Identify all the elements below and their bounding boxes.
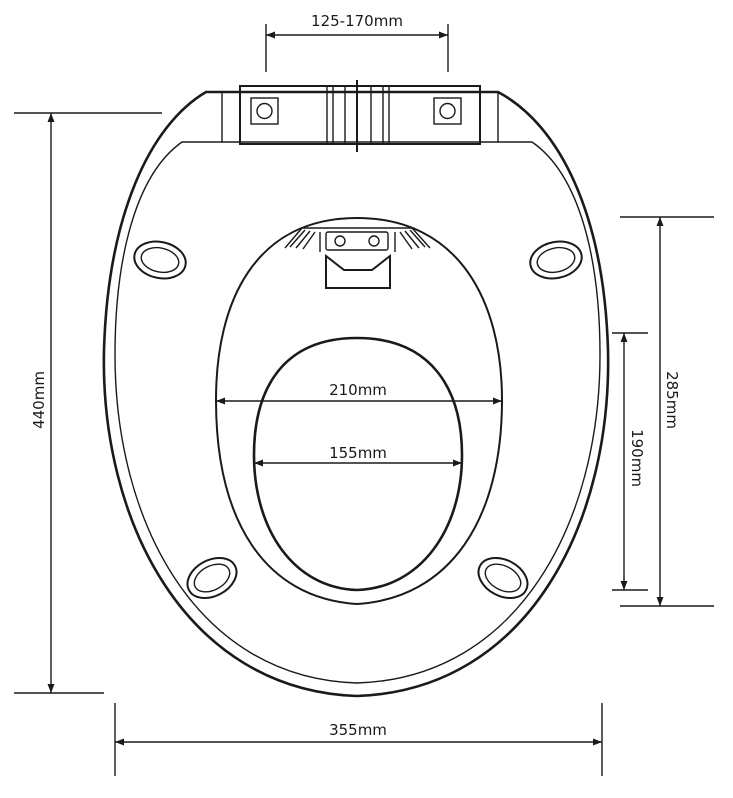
outer-ring-length-label: 285mm <box>663 371 681 429</box>
child-seat-insert <box>214 216 504 606</box>
total-width-label: 355mm <box>329 721 387 739</box>
screw-hole-right-icon <box>439 102 456 120</box>
hinge-mount-right <box>433 97 462 125</box>
total-length-label: 440mm <box>30 371 48 429</box>
dimension-inner-ring-length: 190mm <box>612 332 648 591</box>
dimension-total-width: 355mm <box>114 703 603 776</box>
seat-outer-edge <box>102 90 610 698</box>
dimension-hinge-spacing: 125-170mm <box>265 12 449 72</box>
insert-hinge-clip <box>284 227 431 289</box>
bumper-bottom-left-icon <box>186 556 238 600</box>
dimension-outer-ring-length: 285mm <box>620 216 714 607</box>
screw-hole-left-icon <box>256 102 273 120</box>
bumper-top-left-icon <box>133 240 187 280</box>
seat-bumpers <box>133 240 583 600</box>
inner-opening-width-label: 155mm <box>329 444 387 462</box>
hinge-spacing-label: 125-170mm <box>311 12 403 30</box>
hinge-mount-left <box>250 97 279 125</box>
dimension-total-length: 440mm <box>14 112 162 694</box>
hinge-assembly <box>239 80 481 152</box>
bumper-top-right-icon <box>529 240 583 280</box>
seat-inner-rim <box>114 141 601 684</box>
hinge-center-ribs <box>326 80 390 152</box>
dimension-inner-opening-width: 155mm <box>254 444 462 467</box>
inner-opening <box>252 336 464 592</box>
bumper-bottom-right-icon <box>477 556 529 600</box>
clip-latch <box>325 253 391 289</box>
inner-ring-length-label: 190mm <box>628 429 646 487</box>
clip-screw-left-icon <box>334 235 346 247</box>
dimension-outer-opening-width: 210mm <box>216 381 502 405</box>
insert-outer-ring <box>214 216 504 606</box>
outer-opening-width-label: 210mm <box>329 381 387 399</box>
clip-screw-right-icon <box>368 235 380 247</box>
hinge-plate <box>239 85 481 145</box>
seat-outline <box>102 90 610 698</box>
